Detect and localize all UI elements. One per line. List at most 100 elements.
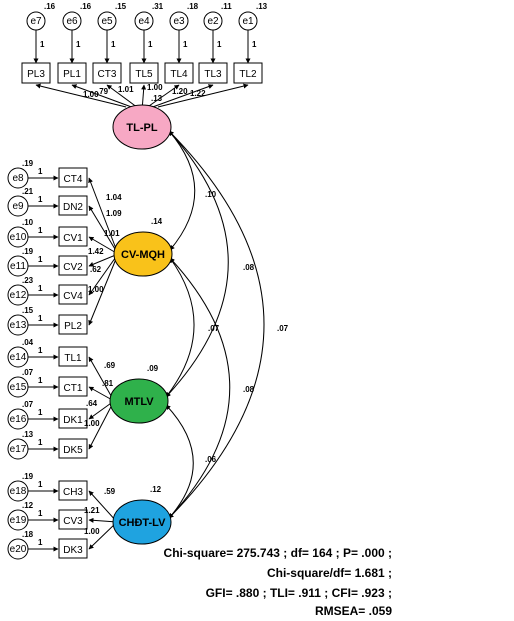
error-label-left: e17 [10,444,27,455]
error-path-weight-left: 1 [38,346,43,355]
loading-value-left: .81 [102,379,114,388]
indicator-box-top [57,62,87,84]
indicator-box-top [198,62,228,84]
indicator-label-left: CT1 [64,383,83,394]
error-variance-top: .16 [80,2,92,11]
indicator-label-top: TL4 [170,69,188,80]
covariance-arc [165,130,229,398]
covariance-value: .07 [208,324,220,333]
loading-arrow-left [88,253,119,296]
latent-label-cvmqh: CV-MQH [121,249,165,261]
indicator-label-top: TL2 [239,69,257,80]
error-variance-left: .19 [22,472,34,481]
indicator-label-left: CH3 [63,487,83,498]
error-variance-left: .15 [22,306,34,315]
error-path-weight-top: 1 [252,40,257,49]
indicator-box-top [92,62,122,84]
indicator-box-left [58,408,88,429]
error-path-weight-left: 1 [38,376,43,385]
error-label-top: e5 [101,16,113,27]
error-variance-left: .18 [22,530,34,539]
loading-arrow-left [88,236,119,255]
indicator-label-top: PL3 [27,69,45,80]
indicator-box-left [58,167,88,188]
error-label-left: e16 [10,414,27,425]
error-label-left: e18 [10,486,27,497]
loading-arrow-top [147,84,180,108]
error-variance-top: .16 [44,2,56,11]
indicator-box-left [58,509,88,530]
loading-arrow-left [88,253,119,326]
error-path-weight-left: 1 [38,438,43,447]
error-variance-left: .23 [22,276,34,285]
error-variance-left: .21 [22,187,34,196]
error-label-top: e3 [173,16,185,27]
indicator-label-left: DN2 [63,202,83,213]
loading-arrow-top [141,84,147,108]
indicator-box-top [129,62,159,84]
error-label-top: e7 [30,16,42,27]
loading-arrow-left [88,517,118,523]
loading-value-top: 1.01 [118,85,134,94]
error-label-left: e8 [12,173,24,184]
indicator-label-left: CV4 [63,291,83,302]
error-label-left: e10 [10,232,27,243]
indicator-label-left: DK3 [63,545,83,556]
error-path-weight-left: 1 [38,226,43,235]
indicator-label-top: PL1 [63,69,81,80]
error-variance-left: .19 [22,159,34,168]
loading-value-left: 1.21 [84,506,100,515]
covariance-value: .08 [243,263,255,272]
loading-value-left: .64 [86,399,98,408]
indicator-box-left [58,438,88,459]
loading-arrow-left [88,356,115,402]
covariance-value: .07 [277,324,289,333]
error-variance-top: .15 [115,2,127,11]
covariance-value: .10 [205,190,217,199]
latent-tlpl [112,104,172,150]
error-variance-top: .11 [221,2,232,11]
loading-value-top: 1.20 [172,87,188,96]
loading-value-left: .69 [104,361,116,370]
error-path-weight-left: 1 [38,167,43,176]
loading-value-left: .62 [90,265,102,274]
loading-value-left: 1.09 [106,209,122,218]
loading-arrow-left [88,490,118,523]
fit-line-4: RMSEA= .059 [314,604,392,618]
loading-value-top: 1.22 [190,89,206,98]
indicator-box-left [58,314,88,335]
indicator-label-left: CV3 [63,516,83,527]
error-label-left: e20 [10,544,27,555]
fit-line-1: Chi-square= 275.743 ; df= 164 ; P= .000 … [163,546,392,560]
latent-variance-mtlv: .09 [147,364,159,373]
indicator-label-left: TL1 [64,353,82,364]
fit-line-3: GFI= .880 ; TLI= .911 ; CFI= .923 ; [205,586,392,600]
covariance-value: .06 [205,455,217,464]
error-path-weight-top: 1 [111,40,116,49]
latent-label-chdtlv: CHĐT-LV [119,517,167,529]
error-path-weight-top: 1 [76,40,81,49]
loading-value-top: 1.00 [83,90,99,99]
error-path-weight-left: 1 [38,408,43,417]
error-path-weight-left: 1 [38,538,43,547]
error-path-weight-left: 1 [38,509,43,518]
indicator-box-left [58,346,88,367]
loading-arrow-left [88,521,118,550]
error-path-weight-top: 1 [183,40,188,49]
indicator-label-top: TL3 [204,69,222,80]
loading-arrow-left [88,177,119,255]
loading-arrow-top [152,84,214,108]
error-label-top: e2 [207,16,219,27]
loading-value-left: 1.00 [88,285,104,294]
error-path-weight-top: 1 [148,40,153,49]
error-variance-top: .31 [152,2,164,11]
indicator-box-left [58,538,88,559]
error-variance-left: .07 [22,400,34,409]
latent-variance-cvmqh: .14 [151,217,163,226]
covariance-arc [168,130,265,519]
loading-value-left: 1.04 [106,193,122,202]
indicator-label-left: DK5 [63,445,83,456]
error-variance-left: .13 [22,430,34,439]
covariance-arc [168,257,231,519]
